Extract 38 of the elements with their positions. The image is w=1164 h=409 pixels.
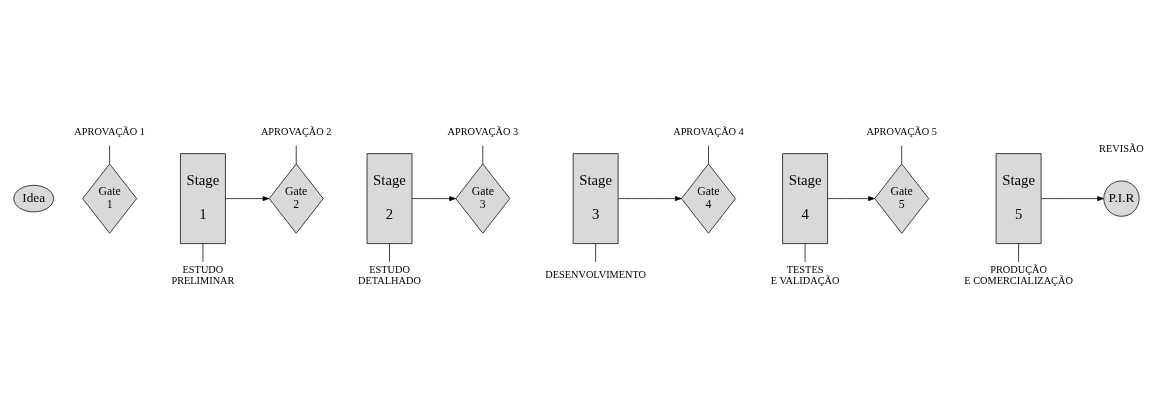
node-ellipse: Idea (13, 184, 54, 213)
arrow (1040, 196, 1104, 202)
node-text: ESTUDO PRELIMINAR (171, 264, 235, 287)
node-box: Stage 5 (995, 153, 1042, 244)
node-diamond: Gate 5 (874, 163, 930, 234)
node-diamond: Gate 4 (681, 163, 736, 234)
node-text: APROVAÇÃO 4 (673, 125, 744, 137)
node-text: APROVAÇÃO 1 (74, 125, 145, 137)
label: REVISÃO (1099, 142, 1144, 154)
node-box: Stage 3 (572, 153, 619, 244)
connector (595, 243, 596, 263)
connector (708, 145, 709, 165)
connector (295, 145, 297, 165)
node-diamond: Gate 1 (82, 163, 137, 234)
arrow (827, 196, 875, 202)
node-diamond: Gate 3 (455, 163, 511, 234)
node-diamond: Gate 2 (268, 163, 324, 234)
arrow (618, 196, 682, 202)
connector (202, 243, 204, 263)
connector (901, 145, 903, 165)
node-text: DESENVOLVIMENTO (545, 269, 647, 281)
arrow (411, 196, 456, 202)
node-circle: P.I.R (1103, 180, 1140, 217)
connector (389, 243, 390, 263)
node-box: Stage 2 (366, 153, 413, 244)
node-box: Stage 4 (782, 153, 828, 244)
connector (804, 243, 806, 263)
node-text: PRODUÇÃO E COMERCIALIZAÇÃO (964, 264, 1073, 287)
arrow (225, 196, 270, 202)
connector (482, 145, 484, 165)
connector (109, 145, 110, 165)
connector (1018, 243, 1019, 263)
node-text: TESTES E VALIDAÇÃO (770, 264, 840, 287)
node-box: Stage 1 (180, 153, 226, 244)
node-text: APROVAÇÃO 5 (866, 125, 937, 137)
node-text: APROVAÇÃO 3 (447, 125, 519, 137)
node-text: ESTUDO DETALHADO (358, 264, 421, 287)
node-text: APROVAÇÃO 2 (260, 125, 332, 137)
